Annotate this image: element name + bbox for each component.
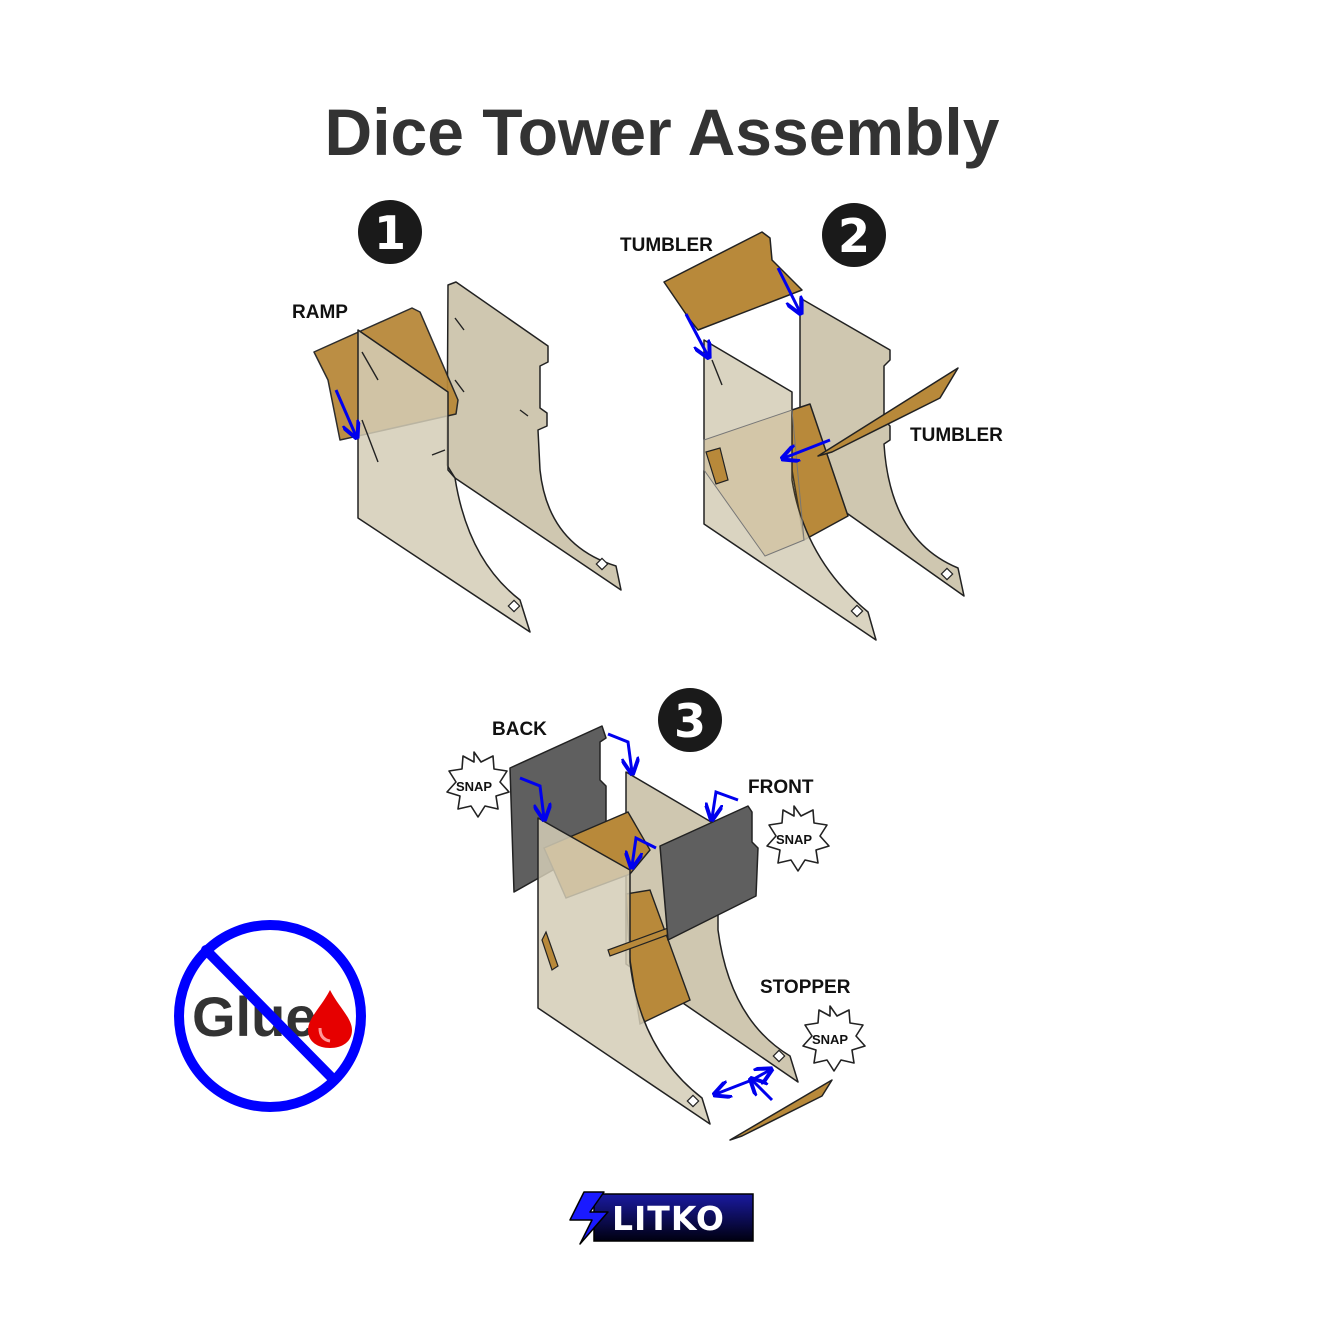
step-2: 2 TUMBLER TUMBLER [620, 203, 1003, 641]
front-panel [659, 805, 759, 941]
side-panel-front [537, 817, 711, 1125]
insert-arrow [334, 389, 356, 436]
no-glue-icon: Glue [174, 920, 366, 1112]
insert-arrow [632, 835, 657, 866]
insert-arrow [607, 732, 632, 772]
snap-badge: SNAP [766, 805, 830, 872]
peg-hole [595, 557, 609, 571]
step-2-badge [822, 203, 886, 267]
insert-arrow [712, 789, 739, 818]
label-stopper: STOPPER [760, 977, 851, 998]
side-panel-front [357, 329, 531, 633]
lightning-icon [569, 1191, 609, 1245]
snap-label: SNAP [812, 1032, 848, 1047]
logo-text: LITKO [612, 1199, 725, 1238]
step-1-badge [358, 200, 422, 264]
step-2-number: 2 [838, 209, 870, 263]
litko-logo: LITKO [569, 1191, 754, 1245]
snap-label: SNAP [776, 832, 812, 847]
insert-arrow [752, 1080, 774, 1102]
page-title: Dice Tower Assembly [325, 95, 1000, 169]
insert-arrow [716, 1078, 753, 1094]
insert-arrow [684, 313, 708, 356]
peg-hole [507, 599, 521, 613]
side-panel-front [703, 339, 877, 641]
snap-badge: SNAP [446, 751, 510, 818]
insert-arrow [776, 267, 800, 312]
step-1: 1 RAMP [292, 200, 622, 633]
step-1-number: 1 [374, 206, 406, 260]
label-tumbler-side: TUMBLER [910, 425, 1003, 446]
insert-arrow [519, 776, 544, 818]
snap-label: SNAP [456, 779, 492, 794]
label-front: FRONT [748, 777, 814, 798]
drop-icon [308, 990, 352, 1048]
label-tumbler-top: TUMBLER [620, 235, 713, 256]
snap-badge: SNAP [802, 1005, 866, 1072]
step-3-badge [658, 688, 722, 752]
label-back: BACK [492, 719, 547, 740]
tumbler-side [817, 367, 959, 457]
step-3-number: 3 [674, 694, 706, 748]
insert-arrow [784, 438, 831, 458]
side-panel-back [446, 281, 622, 591]
step-3: 3 BACK FRONT STOPPER SNAP [446, 688, 866, 1141]
label-ramp: RAMP [292, 302, 348, 323]
stopper-part [729, 1079, 833, 1141]
